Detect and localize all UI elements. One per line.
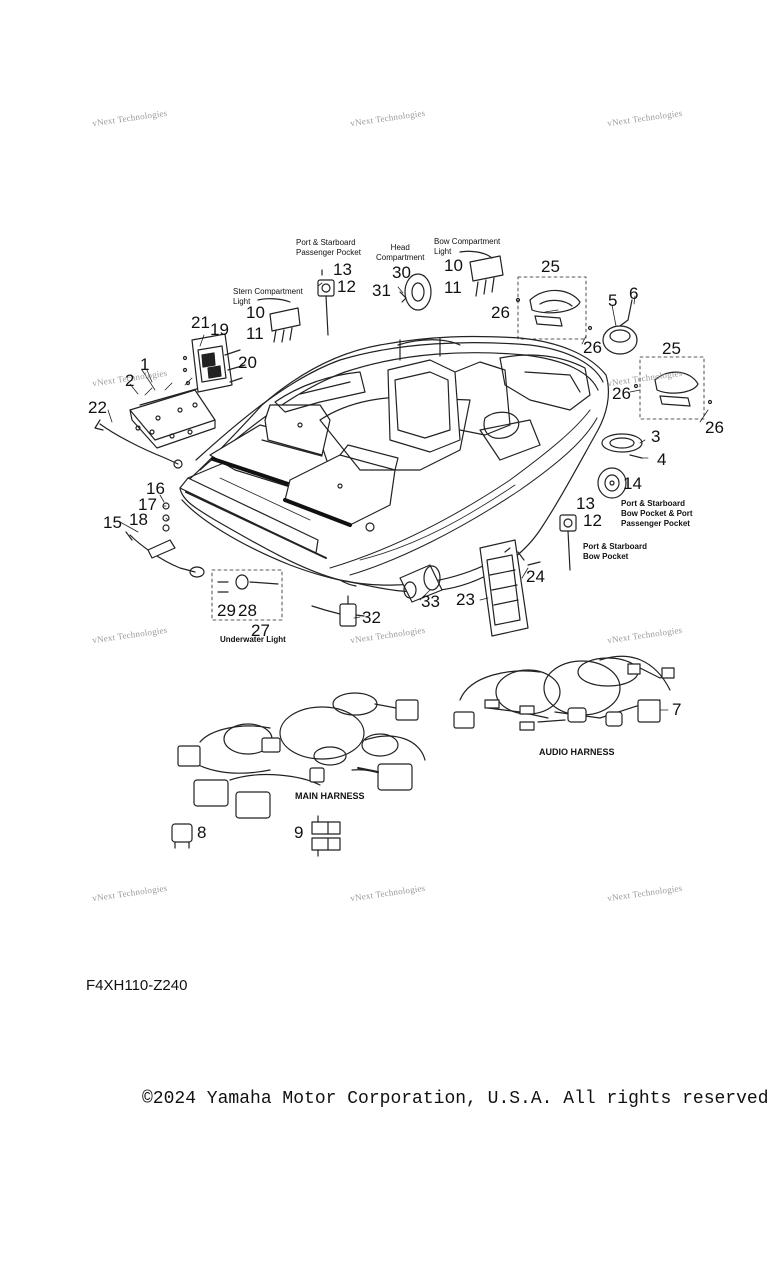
pocket-light-part-right (559, 514, 577, 571)
fuse-box-part (182, 333, 246, 393)
callout-number: 13 (576, 494, 595, 513)
connector-part-8 (171, 823, 193, 849)
callout-number: 32 (362, 608, 381, 627)
callout-number: 7 (672, 700, 682, 719)
caption-bow-compartment-light: Bow Compartment Light (434, 237, 501, 256)
callout-number: 25 (662, 339, 681, 358)
callout-number: 10 (246, 303, 265, 322)
callout-number: 8 (197, 823, 207, 842)
callout-number: 12 (337, 277, 356, 296)
head-compartment-part (399, 273, 432, 311)
connector-part-9 (311, 815, 341, 857)
socket-part-33 (399, 564, 443, 603)
callout-number: 1 (140, 355, 150, 374)
caption-underwater-light: Underwater Light (220, 635, 286, 644)
stern-compartment-light-part (257, 298, 301, 343)
caption-bow-port-passenger: Port & Starboard Bow Pocket & Port Passe… (621, 499, 693, 528)
callout-number: 25 (541, 257, 560, 276)
caption-head-compartment: Head Compartment (376, 243, 425, 262)
callout-number: 18 (129, 510, 148, 529)
callout-number: 31 (372, 281, 391, 300)
callout-number: 11 (444, 278, 462, 297)
caption-main-harness: MAIN HARNESS (295, 791, 365, 801)
leader-lines (107, 282, 709, 711)
callout-number: 22 (88, 398, 107, 417)
copyright-notice: ©2024 Yamaha Motor Corporation, U.S.A. A… (142, 1089, 768, 1109)
callout-number: 11 (246, 324, 264, 343)
speaker-housing-part-top (515, 276, 593, 340)
pocket-light-part-top (317, 269, 335, 336)
callout-number: 6 (629, 284, 639, 303)
caption-audio-harness: AUDIO HARNESS (539, 747, 615, 757)
boat-hull-illustration (179, 335, 610, 593)
callout-number: 24 (526, 567, 545, 586)
callout-number: 26 (583, 338, 602, 357)
underwater-light-part (211, 569, 283, 621)
callout-number: 14 (623, 474, 642, 493)
bow-compartment-light-part (459, 250, 504, 297)
cable-part-22 (94, 419, 183, 469)
callout-number: 5 (608, 291, 618, 310)
battery-tray-part (129, 369, 216, 449)
sensor-part-32 (311, 595, 365, 627)
callout-number: 3 (651, 427, 661, 446)
ecu-bracket-part-23 (479, 539, 541, 637)
light-housing-part-5 (602, 299, 638, 355)
callout-number: 2 (125, 371, 135, 390)
grommet-part-3 (601, 433, 643, 459)
wire-lead-part-15 (125, 502, 205, 578)
callout-number: 26 (491, 303, 510, 322)
main-harness-part (177, 692, 426, 819)
callout-number: 10 (444, 256, 463, 275)
callout-number: 15 (103, 513, 122, 532)
callout-number: 4 (657, 450, 667, 469)
callout-number: 27 (251, 621, 270, 640)
callout-number: 9 (294, 823, 304, 842)
callout-number: 13 (333, 260, 352, 279)
callout-number: 23 (456, 590, 475, 609)
caption-bow-pocket: Port & Starboard Bow Pocket (583, 542, 648, 561)
callout-number: 33 (421, 592, 440, 611)
callout-number: 20 (238, 353, 257, 372)
callout-number: 17 (138, 495, 157, 514)
audio-harness-part (453, 655, 675, 731)
callout-number: 29 (217, 601, 236, 620)
diagram-code: F4XH110-Z240 (86, 977, 188, 994)
callout-number: 12 (583, 511, 602, 530)
callout-number: 19 (210, 320, 229, 339)
callout-number: 28 (238, 601, 257, 620)
caption-stern-compartment-light: Stern Compartment Light (233, 287, 303, 306)
speaker-part-14 (597, 467, 627, 499)
callout-number: 21 (191, 313, 210, 332)
callout-number: 16 (146, 479, 165, 498)
caption-passenger-pocket: Port & Starboard Passenger Pocket (296, 238, 361, 257)
callout-number: 30 (392, 263, 411, 282)
speaker-housing-part-side (633, 356, 713, 420)
callout-number: 26 (705, 418, 724, 437)
callout-number: 26 (612, 384, 631, 403)
